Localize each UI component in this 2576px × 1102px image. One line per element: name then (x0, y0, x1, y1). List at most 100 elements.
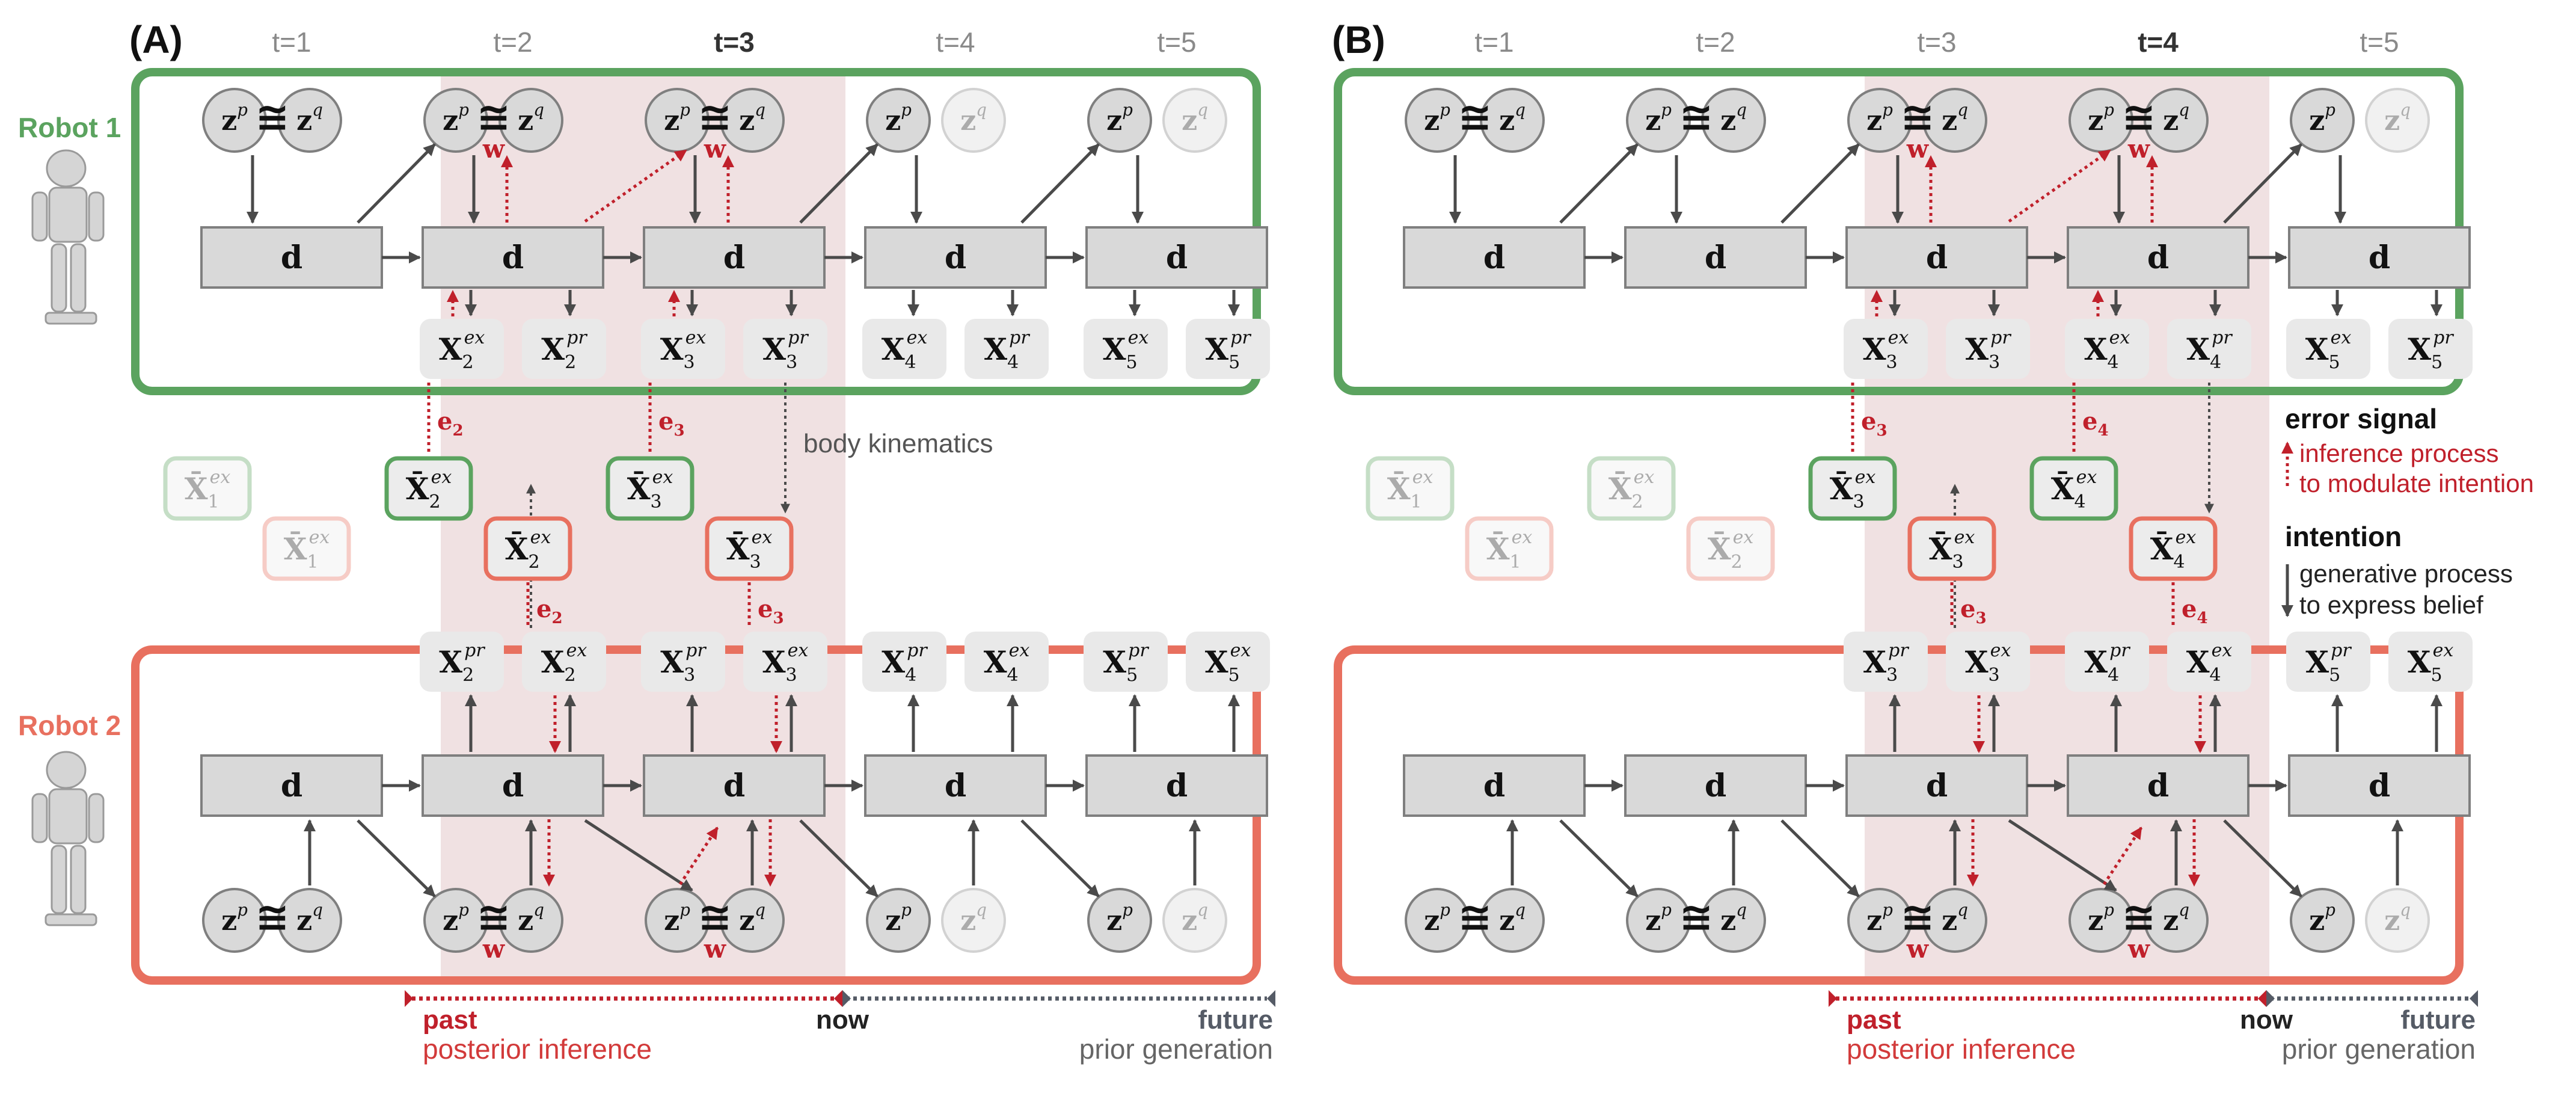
expected-output-node-label: X3ex (1863, 327, 1909, 373)
latent-relation: ≅w (477, 94, 511, 164)
expected-output-node: X3ex (1946, 632, 2030, 692)
deterministic-label: d (723, 239, 745, 276)
proprioceptive-output-node: X5pr (2388, 319, 2473, 379)
latent-relation: ≅w (477, 894, 511, 964)
latent-posterior-node-circle (1162, 888, 1227, 953)
red-target-node-frame (2129, 516, 2218, 581)
latent-prior-node: zp (1087, 88, 1152, 153)
latent-prior-node-circle (1405, 888, 1470, 953)
expected-output-node-bg (641, 319, 725, 379)
latent-posterior-node: zq (1922, 88, 1987, 153)
latent-relation-w: w (2127, 134, 2150, 164)
latent-relation-symbol: ≅ (256, 94, 290, 141)
latent-posterior-node-label: zq (518, 900, 544, 937)
latent-prior-node-circle (866, 888, 931, 953)
latent-posterior-node: zq (720, 888, 785, 953)
step-label: t=2 (493, 26, 532, 58)
deterministic-state-box: d (2067, 754, 2249, 817)
red-target-node: X̄2ex (483, 516, 572, 581)
latent-prior-node-label: zp (2309, 100, 2335, 137)
red-target-node-frame (483, 516, 572, 581)
latent-prior-node-label: zp (221, 900, 248, 937)
latent-relation-symbol: ≅ (2122, 894, 2156, 941)
generative-arrow (799, 143, 879, 224)
proprioceptive-output-node-bg (420, 632, 504, 692)
proprioceptive-output-node-bg (1844, 632, 1928, 692)
error-signal-label: e3 (1960, 595, 1987, 627)
proprioceptive-output-node-bg (743, 319, 827, 379)
expected-output-node-bg (2388, 632, 2473, 692)
latent-prior-node-circle (202, 88, 267, 153)
deterministic-state-box: d (1624, 754, 1807, 817)
latent-prior-node-label: zp (443, 100, 469, 137)
expected-output-node-label: X5ex (1205, 640, 1251, 686)
expected-output-node: X2ex (522, 632, 606, 692)
latent-relation-w: w (2127, 934, 2150, 964)
latent-relation-w: w (704, 134, 726, 164)
expected-output-node-label: X5ex (1103, 327, 1149, 373)
robot1-label: Robot 1 (18, 112, 121, 143)
latent-posterior-node-label: zq (1942, 900, 1968, 937)
latent-prior-node-label: zp (2088, 900, 2114, 937)
future-end-marker (1267, 990, 1275, 1007)
generative-arrow (2008, 819, 2117, 892)
latent-relation: ≅w (2122, 894, 2156, 964)
latent-posterior-node: zq (2144, 88, 2209, 153)
latent-posterior-node-label: zq (296, 900, 323, 937)
green-target-node: X̄4ex (2029, 456, 2118, 521)
expected-output-node-bg (2167, 632, 2251, 692)
deterministic-state-box-rect (864, 754, 1047, 817)
red-target-node-label: X̄4ex (2150, 527, 2197, 573)
proprioceptive-output-node-bg (2286, 632, 2370, 692)
latent-prior-node-circle (202, 888, 267, 953)
latent-posterior-node: zq (2365, 888, 2430, 953)
deterministic-state-box-rect (864, 226, 1047, 289)
latent-prior-node: zp (1847, 888, 1912, 953)
expected-output-node-label: X3ex (660, 327, 707, 373)
latent-relation-w: w (1906, 934, 1929, 964)
proprioceptive-output-node-label: X3pr (762, 327, 809, 373)
panel-label: (B) (1332, 18, 1385, 61)
generative-arrow (2223, 819, 2302, 897)
deterministic-label: d (1705, 768, 1726, 804)
error-signal-label: e3 (1861, 407, 1888, 440)
red-target-node-frame (1686, 516, 1775, 581)
deterministic-state-box-rect (1085, 754, 1268, 817)
expected-output-node-label: X5ex (2408, 640, 2454, 686)
latent-posterior-node: zq (1922, 888, 1987, 953)
red-target-node-frame (705, 516, 794, 581)
green-target-node-label: X̄3ex (627, 467, 673, 513)
latent-posterior-node-label: zq (1182, 100, 1208, 137)
error-signal-label: e4 (2182, 595, 2208, 627)
proprioceptive-output-node-bg (2065, 632, 2149, 692)
expected-output-node: X5ex (1186, 632, 1270, 692)
expected-output-node: X3ex (1844, 319, 1928, 379)
expected-output-node-bg (1844, 319, 1928, 379)
deterministic-label: d (502, 768, 524, 804)
latent-posterior-node-circle (1701, 888, 1766, 953)
latent-prior-node-label: zp (885, 100, 912, 137)
error-modulation-arrow (678, 826, 719, 885)
deterministic-state-box: d (1845, 754, 2028, 817)
latent-prior-node-circle (1405, 88, 1470, 153)
proprioceptive-output-node-label: X4pr (2084, 640, 2130, 686)
future-end-marker (2470, 990, 2478, 1007)
deterministic-state-box-rect (2067, 754, 2249, 817)
latent-posterior-node-label: zq (2163, 100, 2189, 137)
step-label: t=4 (936, 26, 975, 58)
proprioceptive-output-node-label: X2pr (541, 327, 587, 373)
deterministic-state-box-rect (2067, 226, 2249, 289)
latent-prior-node: zp (1405, 88, 1470, 153)
deterministic-state-box: d (200, 754, 383, 817)
deterministic-state-box-rect (1845, 754, 2028, 817)
step-label: t=5 (1157, 26, 1196, 58)
latent-posterior-node-label: zq (1720, 900, 1747, 937)
latent-relation-w: w (1906, 134, 1929, 164)
generative-arrow (357, 819, 436, 897)
latent-posterior-node: zq (498, 888, 563, 953)
timeline-past-sub: posterior inference (1847, 1033, 2076, 1065)
latent-posterior-node-label: zq (2163, 900, 2189, 937)
latent-posterior-node: zq (1480, 88, 1545, 153)
